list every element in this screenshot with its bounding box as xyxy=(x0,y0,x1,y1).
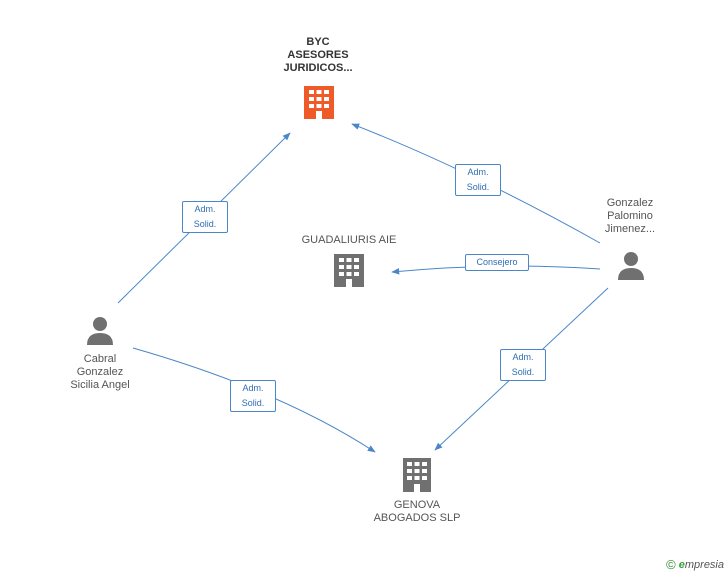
node-label-line: Jimenez... xyxy=(604,223,656,235)
edge-label-line: Solid. xyxy=(511,367,535,377)
node-label-line: ABOGADOS SLP xyxy=(373,512,461,524)
building-icon[interactable] xyxy=(304,86,334,119)
edge-label-line: Solid. xyxy=(241,398,265,408)
edge-label-cabral-genova[interactable]: Adm. Solid. xyxy=(230,380,276,412)
building-icon[interactable] xyxy=(334,254,364,287)
node-label-genova[interactable]: GENOVA ABOGADOS SLP xyxy=(357,499,477,525)
edge-label-gonzalez-guadaliuris[interactable]: Consejero xyxy=(465,254,529,271)
copyright-icon: © xyxy=(666,557,676,572)
node-label-line: Cabral xyxy=(83,353,117,365)
node-label-line: GUADALIURIS AIE xyxy=(301,234,397,246)
edge-label-gonzalez-genova[interactable]: Adm. Solid. xyxy=(500,349,546,381)
brand-initial: e xyxy=(678,558,685,571)
node-label-guadaliuris[interactable]: GUADALIURIS AIE xyxy=(289,234,409,247)
node-label-line: BYC xyxy=(306,36,330,48)
edge-label-line: Solid. xyxy=(466,182,490,192)
node-label-line: Gonzalez xyxy=(76,366,124,378)
node-label-line: Sicilia Angel xyxy=(70,379,130,391)
brand-name: mpresia xyxy=(684,558,724,571)
edge-label-gonzalez-byc[interactable]: Adm. Solid. xyxy=(455,164,501,196)
person-icon[interactable] xyxy=(618,252,644,280)
edge-label-line: Consejero xyxy=(476,257,518,267)
edge-label-line: Adm. xyxy=(512,352,534,362)
brand-logo[interactable]: empresia xyxy=(679,559,724,571)
edge-label-line: Adm. xyxy=(242,383,264,393)
person-icon[interactable] xyxy=(87,317,113,345)
node-label-line: Gonzalez xyxy=(606,197,654,209)
building-icon[interactable] xyxy=(403,458,431,492)
brand-footer: © empresia xyxy=(666,557,724,572)
edge-label-line: Adm. xyxy=(467,167,489,177)
node-label-byc[interactable]: BYC ASESORES JURIDICOS... xyxy=(268,36,368,75)
node-label-line: Palomino xyxy=(607,210,653,222)
node-label-line: ASESORES xyxy=(287,49,349,61)
node-label-cabral[interactable]: Cabral Gonzalez Sicilia Angel xyxy=(50,353,150,392)
edge-label-cabral-byc[interactable]: Adm. Solid. xyxy=(182,201,228,233)
edge-label-line: Adm. xyxy=(194,204,216,214)
node-label-gonzalez-palomino[interactable]: Gonzalez Palomino Jimenez... xyxy=(584,197,676,236)
node-label-line: GENOVA xyxy=(393,499,441,511)
node-label-line: JURIDICOS... xyxy=(283,62,353,74)
edge-label-line: Solid. xyxy=(193,219,217,229)
